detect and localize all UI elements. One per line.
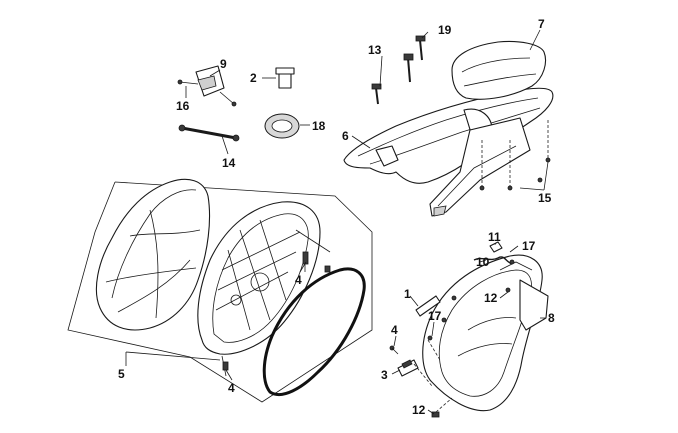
callout-3: 3 — [381, 368, 388, 382]
callout-14: 14 — [222, 156, 236, 170]
callout-12-box: 12 — [484, 291, 498, 305]
leader-lines — [125, 29, 549, 415]
part-seat-cushion — [95, 178, 211, 331]
part-backrest-pad — [451, 40, 547, 100]
part-seat-latch — [177, 65, 237, 107]
part-hook-bracket — [397, 359, 433, 387]
callout-5: 5 — [118, 367, 125, 381]
callout-4-box: 4 — [391, 323, 398, 337]
part-bushing — [275, 67, 295, 89]
callout-18: 18 — [312, 119, 326, 133]
callout-12-bottom: 12 — [412, 403, 426, 417]
callout-10: 10 — [476, 255, 490, 269]
callout-8: 8 — [548, 311, 555, 325]
callout-1: 1 — [404, 287, 411, 301]
callout-4-seat-lower: 4 — [228, 381, 235, 395]
callout-labels: 1 2 3 4 4 4 5 6 7 8 9 10 11 12 12 13 14 … — [118, 17, 555, 417]
callout-19: 19 — [438, 23, 452, 37]
callout-17-top: 17 — [522, 239, 536, 253]
callout-13: 13 — [368, 43, 382, 57]
part-rear-carrier — [343, 87, 554, 217]
callout-17-mid: 17 — [428, 309, 442, 323]
callout-15: 15 — [538, 191, 552, 205]
part-cable — [473, 256, 513, 265]
part-ring-washer — [264, 113, 300, 139]
part-seat-screw-lower — [221, 355, 229, 377]
callout-11: 11 — [488, 230, 501, 244]
part-carrier-bolts — [371, 35, 426, 105]
part-box-screws — [389, 259, 515, 418]
callout-16: 16 — [176, 99, 190, 113]
part-clip — [489, 241, 503, 253]
callout-6: 6 — [342, 129, 349, 143]
callout-4-seat-upper: 4 — [295, 273, 302, 287]
part-seat-base — [197, 201, 321, 355]
callout-2: 2 — [250, 71, 257, 85]
part-pin — [415, 295, 441, 317]
callout-9: 9 — [220, 57, 227, 71]
part-hinge-rod — [178, 124, 240, 142]
part-seat-screws-upper — [295, 229, 331, 273]
seat-assembly-outline — [67, 181, 373, 403]
part-seat-seal — [262, 267, 366, 396]
callout-7: 7 — [538, 17, 545, 31]
part-storage-box — [422, 254, 549, 412]
